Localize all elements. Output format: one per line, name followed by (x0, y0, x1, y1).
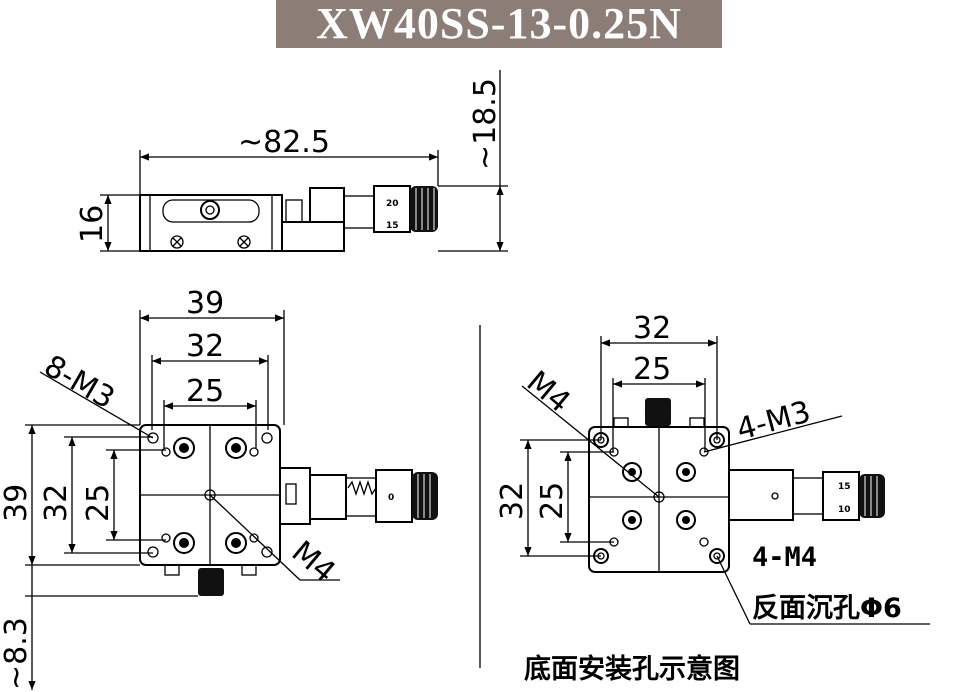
front-view-center-hole (204, 489, 216, 501)
top-view-screw-right (237, 235, 251, 249)
bottom-scale-10: 10 (838, 505, 851, 515)
front-dim-height-25: 25 (81, 484, 116, 522)
bottom-dim-width-32: 32 (633, 311, 671, 346)
bottom-view-coupling (728, 469, 794, 521)
top-view-knob (200, 200, 220, 220)
top-view: 20 15 ~82.5 16 ~18.5 (75, 70, 508, 252)
front-view-lock-knob (198, 568, 224, 596)
front-note-m4: M4 (285, 534, 342, 590)
bottom-scale-15: 15 (838, 482, 851, 492)
top-view-slot (162, 199, 260, 223)
top-view-body (139, 194, 283, 252)
front-view-ratchet-knob (412, 472, 438, 520)
dim-height-label: 16 (75, 205, 110, 243)
front-dim-height-39: 39 (0, 484, 34, 522)
bottom-view-m4-holes (622, 462, 696, 530)
bottom-view-center-hole (653, 491, 665, 503)
front-view-m3-holes (147, 432, 273, 558)
front-dim-width-32: 32 (186, 329, 224, 364)
top-scale-20: 20 (386, 199, 399, 209)
front-dim-offset-8-3: ~8.3 (0, 617, 34, 690)
dim-total-height-label: ~18.5 (468, 78, 503, 170)
bottom-note-4-m4: 4-M4 (752, 542, 817, 573)
front-view: 0 39 32 25 39 32 25 ~8.3 8-M3 (0, 286, 438, 690)
top-view-screw-left (170, 235, 184, 249)
front-view-m4-holes (173, 437, 247, 554)
bottom-note-counterbore: 反面沉孔Φ6 (752, 593, 902, 624)
title-banner: XW40SS-13-0.25N (276, 0, 722, 48)
bottom-dim-height-32: 32 (495, 482, 530, 520)
bottom-note-m4: M4 (520, 364, 577, 420)
bottom-view-ratchet-knob (859, 474, 885, 518)
bottom-dim-height-25: 25 (535, 482, 570, 520)
top-view-coupling (281, 221, 345, 252)
top-view-sleeve (343, 195, 375, 229)
top-view-ratchet-knob (410, 186, 438, 232)
bottom-dim-width-25: 25 (633, 352, 671, 387)
front-view-coupling (279, 467, 311, 525)
dim-length-label: ~82.5 (238, 125, 330, 160)
bottom-view-caption: 底面安装孔示意图 (524, 653, 740, 685)
top-scale-15: 15 (386, 221, 399, 231)
bottom-view: 15 10 32 25 32 25 M4 4-M3 4-M4 反面沉孔Φ6 底面… (495, 311, 930, 685)
bottom-note-4-m3: 4-M3 (733, 395, 814, 448)
front-dim-width-25: 25 (186, 374, 224, 409)
bottom-view-lock-knob (645, 398, 671, 426)
drawing-title: XW40SS-13-0.25N (316, 0, 682, 48)
front-note-8-m3: 8-M3 (38, 349, 120, 417)
front-dim-width-39: 39 (186, 286, 224, 321)
top-view-sleeve-housing (309, 187, 345, 223)
front-dim-height-32: 32 (39, 484, 74, 522)
front-scale-0: 0 (388, 493, 394, 503)
